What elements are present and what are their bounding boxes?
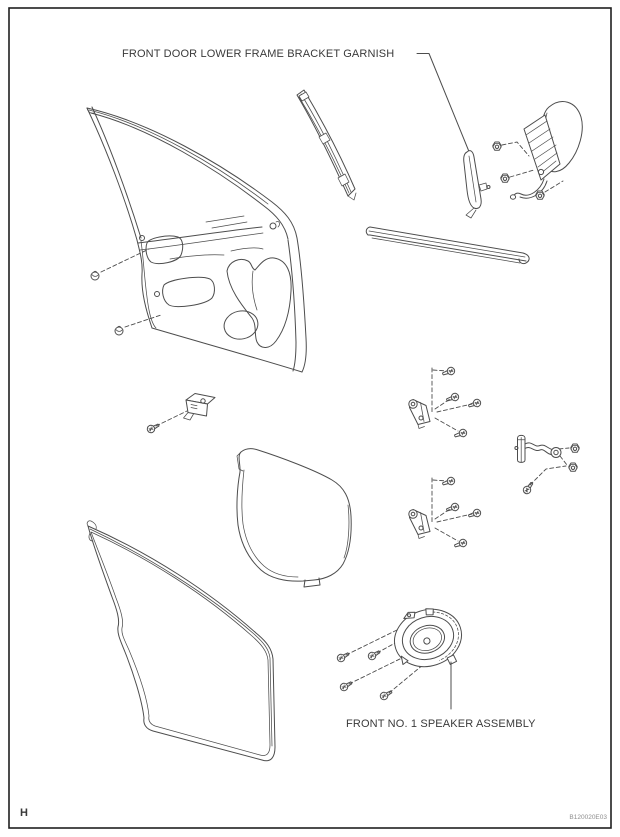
page-border [8, 7, 612, 829]
door-check-strap-drawing [514, 434, 580, 496]
door-side-bracket-drawing [145, 393, 216, 435]
door-frame-run-strip-drawing [296, 89, 357, 201]
door-weatherstrip-drawing [86, 520, 276, 762]
door-mounting-grommets [90, 248, 162, 336]
mirror-assembly-drawing [492, 101, 583, 200]
belt-moulding-drawing [365, 226, 530, 265]
page-letter: H [20, 807, 28, 819]
service-hole-cover-drawing [236, 448, 352, 588]
lower-door-hinge-drawing [409, 476, 482, 549]
bracket-garnish-label: FRONT DOOR LOWER FRAME BRACKET GARNISH [122, 48, 394, 60]
speaker-assembly-drawing [335, 608, 462, 702]
upper-door-hinge-drawing [409, 366, 482, 439]
figure-code: B120020E03 [569, 814, 607, 821]
lower-frame-bracket-garnish-drawing [463, 150, 491, 219]
speaker-label: FRONT NO. 1 SPEAKER ASSEMBLY [346, 718, 536, 730]
front-door-panel-drawing [86, 106, 307, 373]
bracket-garnish-leader-line [416, 53, 471, 155]
